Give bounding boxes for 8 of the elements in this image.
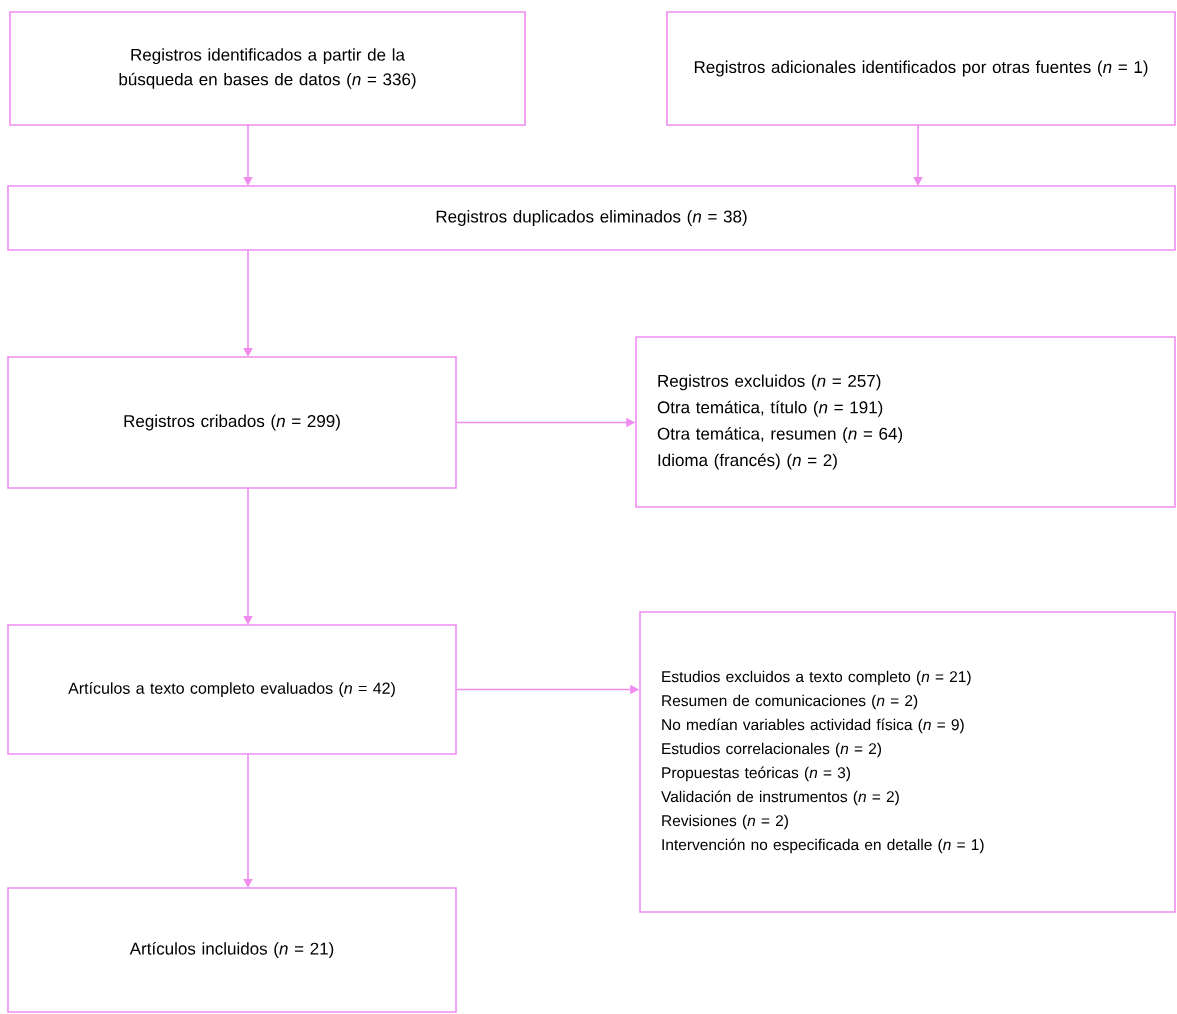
exclusion-box: Registros excluidos (n = 257) Otra temática, título (n = 191) Otra temática, resumen (n = 64) Idioma (francés) (n = 2) xyxy=(635,336,1176,508)
process-box: Artículos a texto completo evaluados (n = 42) xyxy=(7,624,457,755)
process-box: Registros identificados a partir de la búsqueda en bases de datos (n = 336) xyxy=(9,11,526,126)
exclusion-box: Estudios excluidos a texto completo (n = 21) Resumen de comunicaciones (n = 2) No medían variables actividad física (n = 9) Estudios correlacionales (n = 2) Propuestas teóricas (n = 3) Validación de instrumentos (n = 2) Revisiones (n = 2) Intervención no especificada en detalle (n = 1) xyxy=(639,611,1176,913)
process-box: Registros cribados (n = 299) xyxy=(7,356,457,489)
process-box: Registros adicionales identificados por otras fuentes (n = 1) xyxy=(666,11,1176,126)
process-box: Registros duplicados eliminados (n = 38) xyxy=(7,185,1176,251)
process-box: Artículos incluidos (n = 21) xyxy=(7,887,457,1013)
